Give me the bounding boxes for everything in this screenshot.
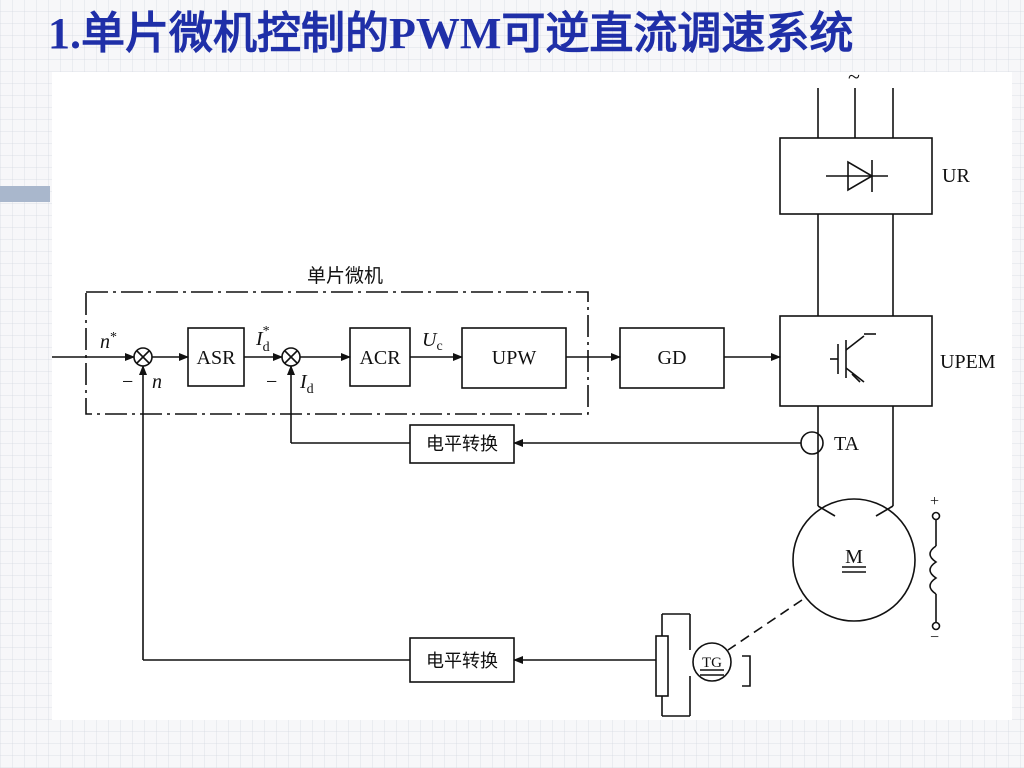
- speed-minus-sign: −: [122, 371, 133, 393]
- gd-label: GD: [658, 347, 687, 369]
- level-shift-current-block: [409, 424, 515, 464]
- gd-block: [619, 327, 725, 389]
- motor-label: M: [845, 546, 863, 568]
- ac-supply-lines: [817, 88, 894, 138]
- current-feedback-label: Id: [299, 371, 314, 397]
- asr-label: ASR: [197, 347, 237, 369]
- diagram-area: [52, 72, 1012, 720]
- shaft-coupling: [727, 599, 803, 651]
- current-minus-sign: −: [266, 371, 277, 393]
- ta-label: TA: [834, 433, 860, 455]
- current-reference-label: Id*: [255, 324, 270, 355]
- speed-reference-label: n*: [100, 330, 117, 353]
- ur-label: UR: [942, 165, 970, 187]
- potentiometer-icon: [655, 635, 669, 697]
- upem-label: UPEM: [940, 351, 996, 373]
- tg-field-bracket: [742, 655, 751, 687]
- upem-block: [779, 315, 933, 407]
- tg-label: TG: [702, 655, 722, 671]
- motor-icon: [792, 498, 916, 622]
- upw-label: UPW: [492, 347, 537, 369]
- level-shift-speed-label: 电平转换: [426, 651, 498, 672]
- mcu-boundary: [85, 291, 589, 415]
- upw-block: [461, 327, 567, 389]
- field-minus-label: −: [930, 629, 939, 646]
- tg-tachogenerator-icon: [692, 642, 732, 682]
- speed-feedback-label: n: [152, 371, 162, 393]
- slide-title: 1.单片微机控制的PWM可逆直流调速系统: [48, 9, 854, 58]
- diode-icon: [826, 160, 888, 192]
- control-voltage-label: Uc: [422, 329, 443, 354]
- level-shift-current-label: 电平转换: [426, 434, 498, 455]
- acr-label: ACR: [359, 347, 401, 369]
- field-winding-icon: [929, 511, 941, 631]
- ta-current-sensor-icon: [800, 431, 824, 455]
- field-plus-label: +: [930, 493, 939, 510]
- mcu-group-label: 单片微机: [307, 265, 383, 287]
- ac-supply-label: ~: [848, 64, 860, 89]
- ur-rectifier-block: [779, 137, 933, 215]
- accent-bar: [0, 186, 50, 202]
- igbt-icon: [830, 333, 876, 383]
